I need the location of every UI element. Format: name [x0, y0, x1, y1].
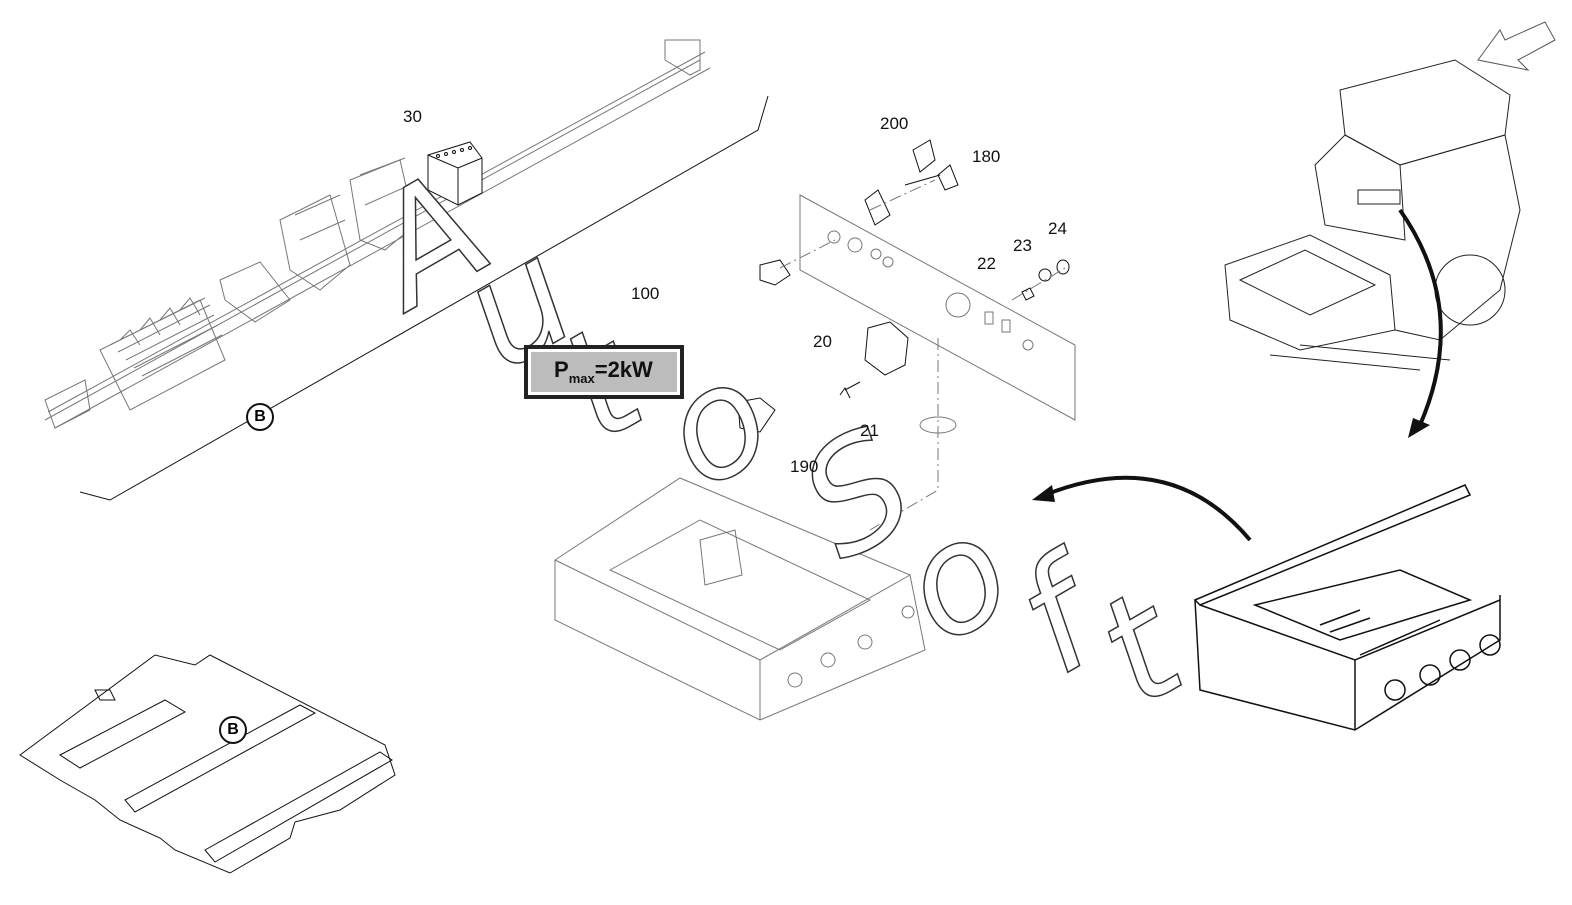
- paver-machine: [1224, 21, 1556, 371]
- reference-marker-b: B: [219, 716, 247, 744]
- part-label-190: 190: [790, 457, 819, 476]
- part-label-30: 30: [403, 107, 422, 126]
- switch-180: [937, 164, 959, 191]
- socket-20: [864, 321, 909, 376]
- part-label-180: 180: [972, 147, 1001, 166]
- boundary-line: [79, 95, 769, 501]
- faceplate: [799, 194, 1076, 421]
- part-label-24: 24: [1048, 219, 1067, 238]
- part-label-20: 20: [813, 332, 832, 351]
- control-box: [1193, 484, 1501, 731]
- curved-arrow-down: [1398, 208, 1443, 426]
- plate-value: =2kW: [594, 357, 653, 382]
- relay-30: [427, 141, 483, 206]
- part-label-21: 21: [860, 421, 879, 440]
- reference-marker-b: B: [246, 403, 274, 431]
- plug-190: [737, 397, 776, 433]
- plate-sub: max: [568, 371, 595, 386]
- part-label-22: 22: [977, 254, 996, 273]
- plate-p: P: [554, 357, 569, 382]
- switch-200: [912, 139, 936, 173]
- direction-arrow: [1477, 21, 1556, 71]
- power-rating-plate: Pmax=2kW: [524, 345, 684, 399]
- part-label-200: 200: [880, 114, 909, 133]
- part-label-23: 23: [1013, 236, 1032, 255]
- curved-arrow-left: [1044, 475, 1252, 542]
- mounting-plate: [19, 654, 396, 874]
- housing-box: [554, 477, 926, 721]
- part-label-100: 100: [631, 284, 660, 303]
- din-rail-assembly: [44, 39, 711, 429]
